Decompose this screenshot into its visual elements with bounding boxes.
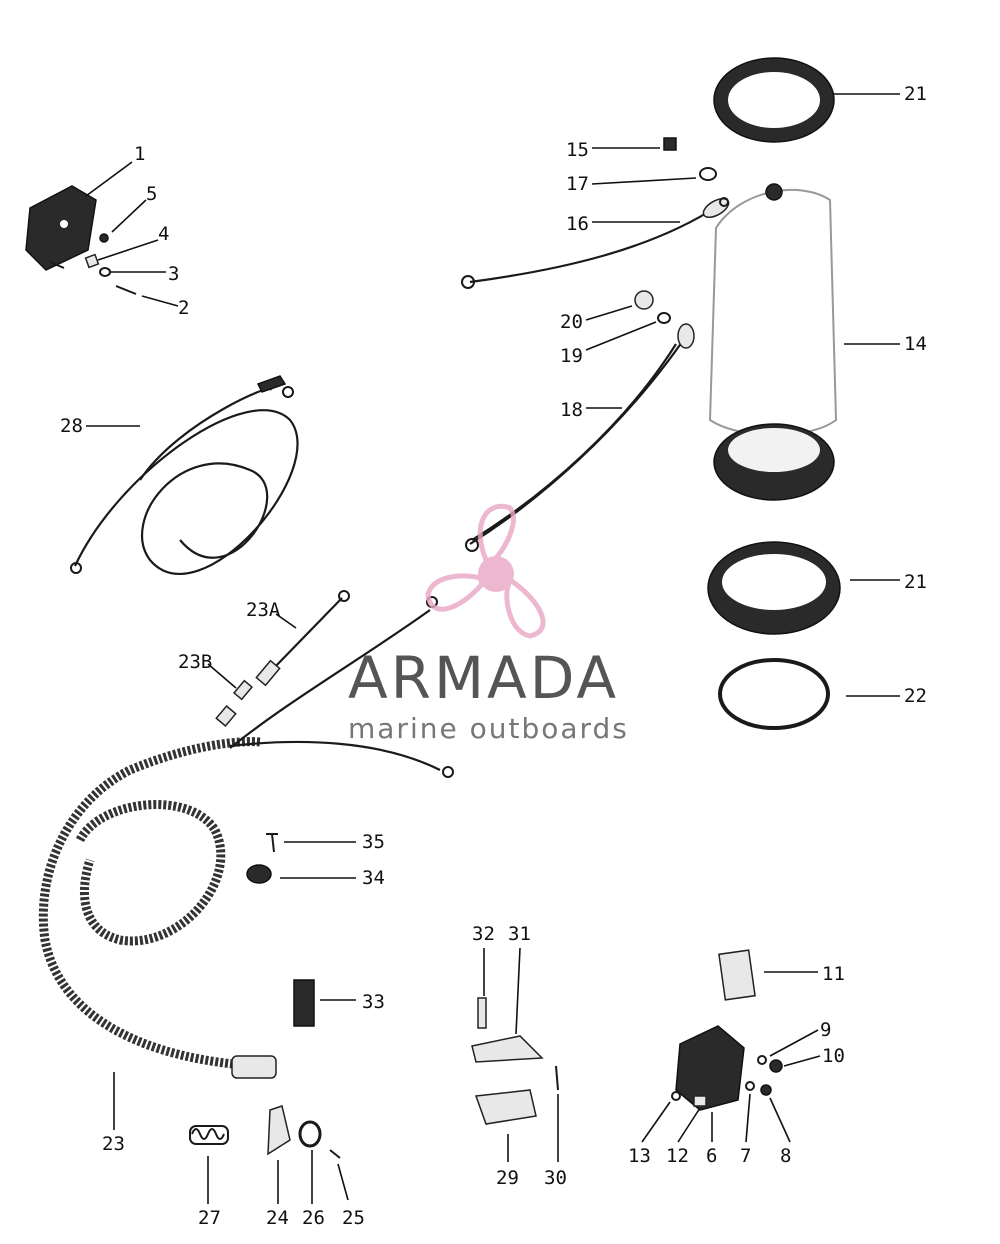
part-1-solenoid [25, 185, 97, 271]
callout-13: 13 [628, 1145, 651, 1167]
part-9-washer [757, 1055, 767, 1065]
part-30-screw [555, 1065, 559, 1091]
part-13-washer [671, 1091, 681, 1101]
callout-14: 14 [904, 333, 927, 355]
part-19-washer [657, 312, 671, 324]
part-29-clamp [474, 1089, 537, 1125]
callout-18: 18 [560, 399, 583, 421]
part-10-nut [769, 1059, 783, 1073]
part-16-battery-cable [461, 197, 730, 289]
part-34-clip [246, 864, 272, 884]
part-20-nut [634, 290, 654, 310]
callout-16: 16 [566, 213, 589, 235]
propeller-logo-icon [425, 503, 546, 639]
callout-28: 28 [60, 415, 83, 437]
callout-31: 31 [508, 923, 531, 945]
watermark-brand: ARMADA [348, 644, 619, 712]
callout-23: 23 [102, 1133, 125, 1155]
callout-24: 24 [266, 1207, 289, 1229]
callout-34: 34 [362, 867, 385, 889]
part-31-plate [471, 1035, 544, 1063]
callout-21-top: 21 [904, 83, 927, 105]
callout-8: 8 [780, 1145, 791, 1167]
callout-4: 4 [158, 223, 169, 245]
callout-17: 17 [566, 173, 589, 195]
callout-19: 19 [560, 345, 583, 367]
callout-35: 35 [362, 831, 385, 853]
callout-32: 32 [472, 923, 495, 945]
part-17-washer [699, 167, 717, 181]
part-15-nut [663, 137, 677, 151]
callout-3: 3 [168, 263, 179, 285]
callout-23B: 23B [178, 651, 212, 673]
part-22-o-ring [718, 658, 830, 730]
part-11-cover [718, 949, 756, 1001]
part-33-pad [293, 979, 315, 1027]
callout-30: 30 [544, 1167, 567, 1189]
part-5-nut [99, 233, 109, 243]
callout-10: 10 [822, 1045, 845, 1067]
callout-26: 26 [302, 1207, 325, 1229]
part-23-wiring-harness [38, 596, 454, 1079]
part-6-solenoid [675, 1025, 745, 1111]
part-8-nut [760, 1084, 772, 1096]
part-3-washer [99, 267, 111, 277]
callout-6: 6 [706, 1145, 717, 1167]
part-23A-lead [255, 590, 350, 687]
callout-22: 22 [904, 685, 927, 707]
callout-7: 7 [740, 1145, 751, 1167]
callout-9: 9 [820, 1019, 831, 1041]
part-7-washer [745, 1081, 755, 1091]
part-32-screw [477, 997, 487, 1029]
callout-labels: 1 2 3 4 5 6 7 8 9 10 11 12 13 14 15 16 1… [60, 83, 927, 1229]
callout-25: 25 [342, 1207, 365, 1229]
part-21-end-cap-top [713, 57, 835, 143]
part-2-screw [115, 285, 137, 295]
watermark-tagline: marine outboards [348, 712, 629, 745]
watermark: ARMADA marine outboards [348, 503, 629, 745]
part-35-screw [266, 833, 278, 853]
part-24-bracket [267, 1105, 291, 1156]
callout-1: 1 [134, 143, 145, 165]
callout-11: 11 [822, 963, 845, 985]
callout-29: 29 [496, 1167, 519, 1189]
callout-23A: 23A [246, 599, 281, 621]
leader-lines [85, 93, 900, 1204]
part-26-grommet [298, 1120, 322, 1148]
part-23B-connector [215, 679, 254, 728]
callout-20: 20 [560, 311, 583, 333]
part-27-spring [189, 1125, 229, 1145]
part-4-spacer [84, 253, 100, 269]
callout-2: 2 [178, 297, 189, 319]
part-18-cable [465, 323, 695, 552]
part-12-screw [693, 1095, 707, 1107]
callout-33: 33 [362, 991, 385, 1013]
part-21-end-cap-bottom [707, 541, 841, 635]
part-25-screw [329, 1149, 341, 1159]
part-28-ground-wire [70, 375, 299, 576]
part-14-starter-motor [708, 183, 838, 501]
callout-5: 5 [146, 183, 157, 205]
callout-27: 27 [198, 1207, 221, 1229]
callout-15: 15 [566, 139, 589, 161]
callout-12: 12 [666, 1145, 689, 1167]
callout-21-bottom: 21 [904, 571, 927, 593]
